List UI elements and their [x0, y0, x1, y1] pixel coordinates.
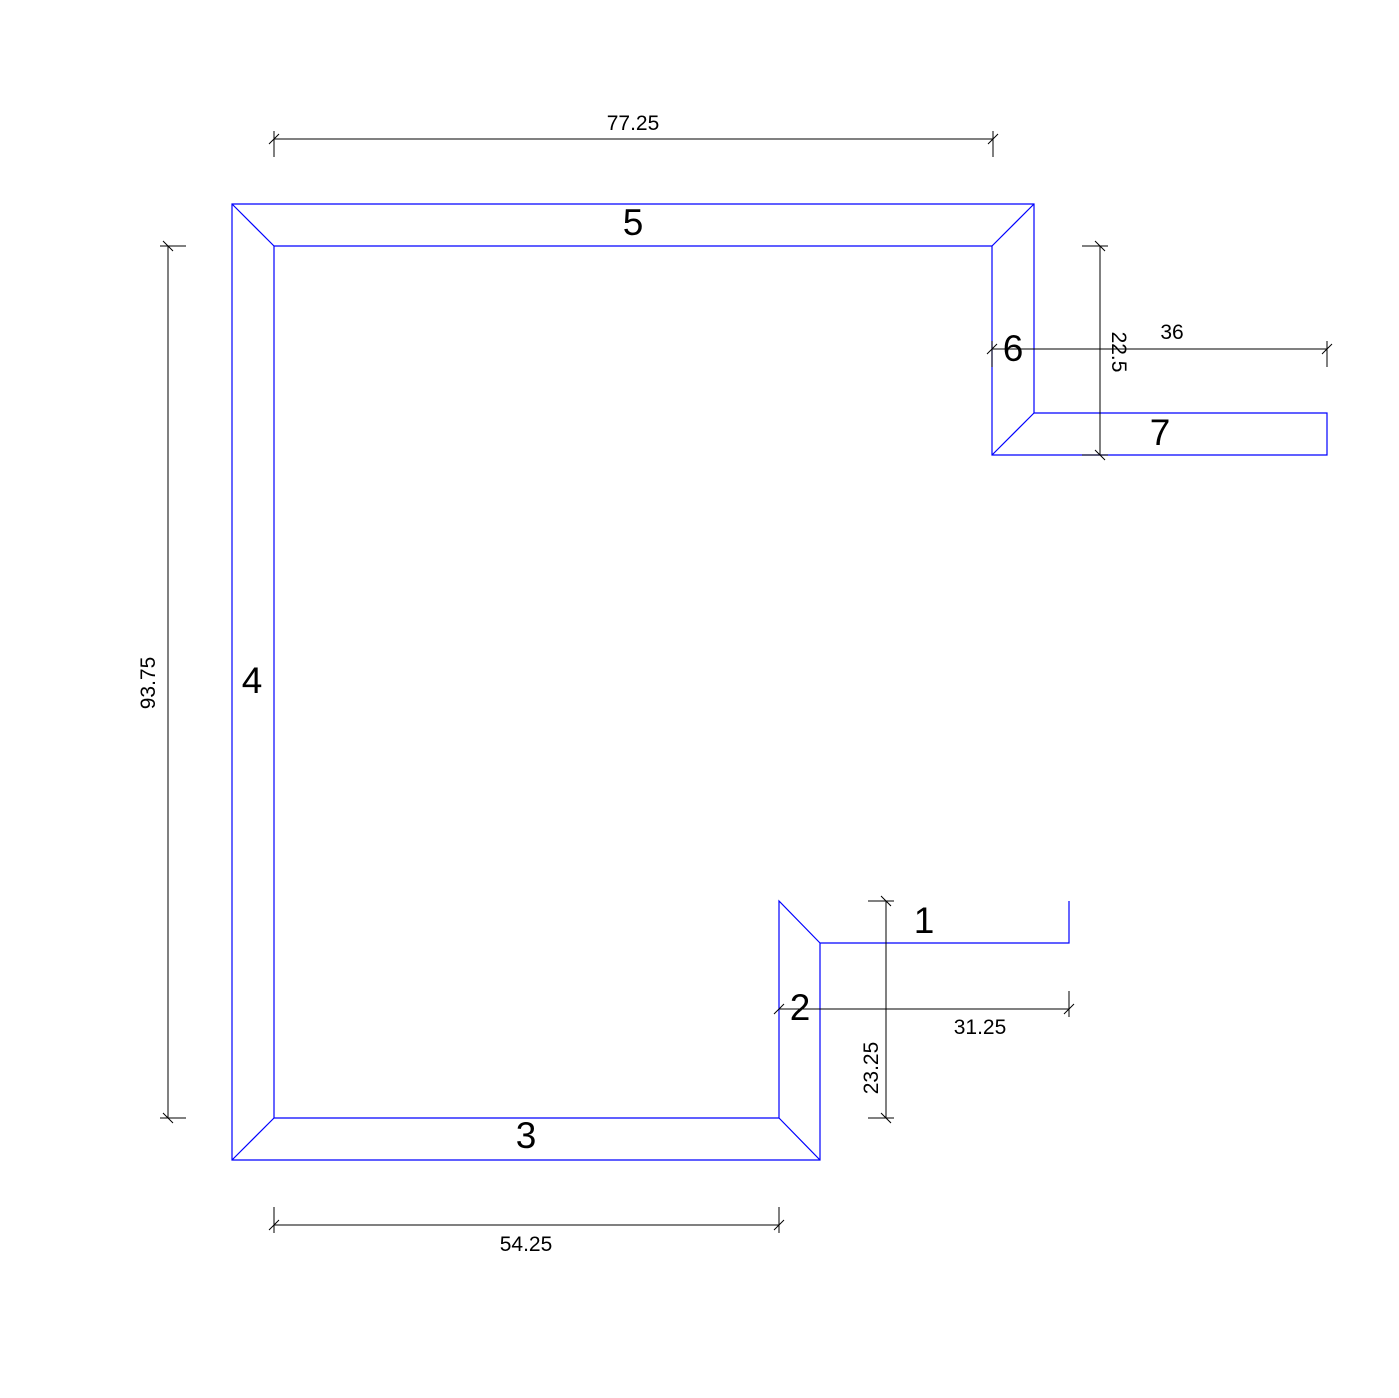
- dimension-labels: 77.25 93.75 54.25 22.5 36 23.25 31.25: [137, 112, 1184, 1256]
- segment-numbers: 1 2 3 4 5 6 7: [242, 202, 1171, 1156]
- segment-label-2: 2: [790, 987, 811, 1028]
- miter-line: [778, 1117, 821, 1161]
- dim-label-right-bottom-vertical: 23.25: [860, 1042, 883, 1095]
- miter-line: [991, 203, 1035, 247]
- dim-label-left: 93.75: [137, 657, 160, 710]
- wall-outer-path: [231, 203, 1328, 1161]
- dim-label-bottom: 54.25: [500, 1233, 553, 1256]
- segment-label-7: 7: [1150, 412, 1171, 453]
- segment-label-1: 1: [914, 900, 935, 941]
- miter-line: [231, 1117, 275, 1161]
- segment-label-5: 5: [623, 202, 644, 243]
- dimension-lines: [160, 131, 1333, 1233]
- dimension-line-top: [268, 131, 999, 157]
- segment-label-4: 4: [242, 660, 263, 701]
- dim-label-right-bottom-horizontal: 31.25: [954, 1016, 1007, 1039]
- dimension-line-right-bottom-horizontal: [773, 991, 1075, 1017]
- dim-label-right-top-horizontal: 36: [1160, 321, 1183, 344]
- dimension-line-bottom: [268, 1207, 785, 1233]
- dimension-line-right-top-horizontal: [986, 341, 1333, 367]
- segment-label-3: 3: [516, 1115, 537, 1156]
- segment-label-6: 6: [1003, 328, 1024, 369]
- dim-label-top: 77.25: [607, 112, 660, 135]
- dimension-line-right-top-vertical: [1082, 240, 1108, 461]
- dim-label-right-top-vertical: 22.5: [1107, 332, 1130, 373]
- wall-outline: [231, 203, 1328, 1161]
- dimension-line-left: [160, 240, 186, 1124]
- miter-line: [231, 203, 275, 247]
- miter-line: [991, 412, 1035, 456]
